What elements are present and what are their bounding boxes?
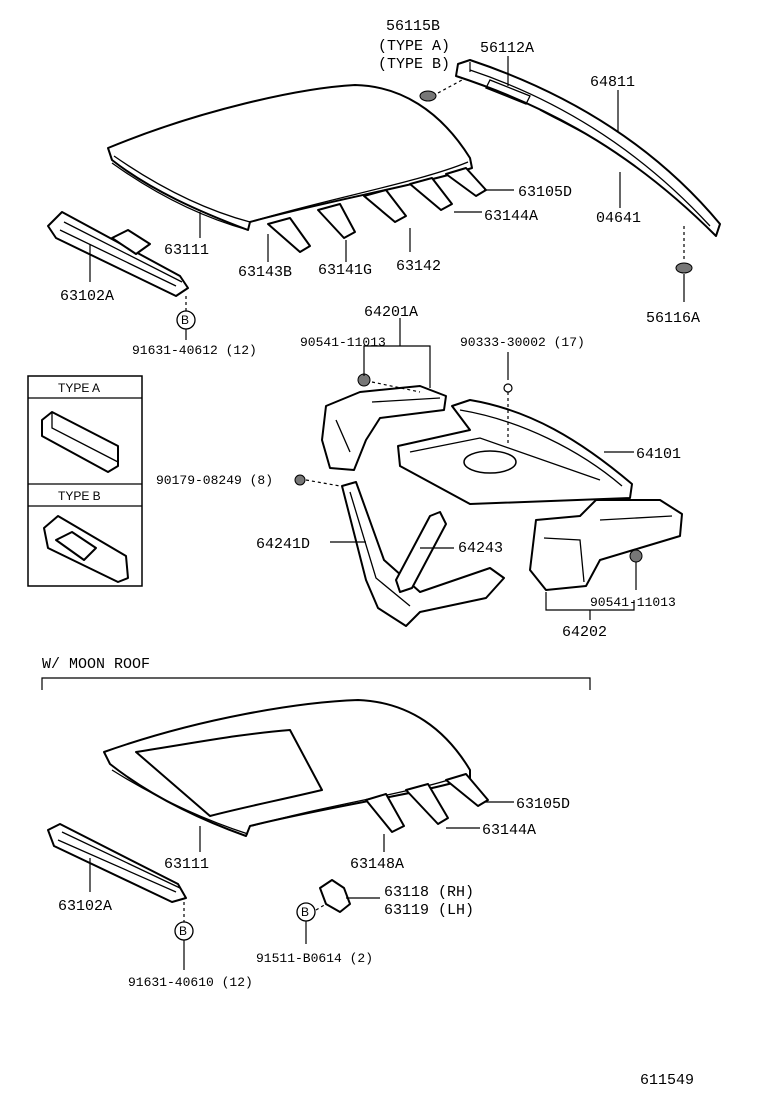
label-63102a-top: 63102A — [60, 288, 114, 305]
label-b-mid: B — [301, 905, 309, 919]
moon-roof-bracket-63118 — [319, 879, 351, 913]
label-63143b: 63143B — [238, 264, 292, 281]
quarter-brace-rh — [529, 499, 683, 591]
label-type-b: TYPE B — [58, 489, 101, 503]
label-64101: 64101 — [636, 446, 681, 463]
center-brace-64241d — [341, 481, 505, 627]
label-90333: 90333-30002 (17) — [460, 335, 585, 350]
label-63144a-bottom: 63144A — [482, 822, 536, 839]
label-64811: 64811 — [590, 74, 635, 91]
moon-leader-lines — [89, 801, 514, 970]
label-63141g: 63141G — [318, 262, 372, 279]
type-legend-box — [27, 375, 143, 587]
label-90541-bottom: 90541-11013 — [590, 595, 676, 610]
b-marker-circle-top — [176, 310, 196, 330]
top-leader-lines — [89, 56, 685, 340]
clips-top — [419, 90, 693, 274]
label-64241d: 64241D — [256, 536, 310, 553]
label-90541-top: 90541-11013 — [300, 335, 386, 350]
brace-64243 — [395, 511, 447, 593]
label-64201a: 64201A — [364, 304, 418, 321]
label-63148a: 63148A — [350, 856, 404, 873]
label-63119: 63119 (LH) — [384, 902, 474, 919]
b-marker-circle-bottom — [174, 921, 194, 941]
label-63102a-bottom: 63102A — [58, 898, 112, 915]
label-b-top: B — [181, 313, 189, 327]
label-b-bottom: B — [179, 924, 187, 938]
label-type-a: TYPE A — [58, 381, 100, 395]
label-type-b-paren: (TYPE B) — [378, 56, 450, 73]
roof-bows-moon — [365, 773, 489, 833]
label-63105d-bottom: 63105D — [516, 796, 570, 813]
middle-leader-lines — [305, 318, 637, 620]
label-91631-40610: 91631-40610 (12) — [128, 975, 253, 990]
windshield-header-top — [47, 211, 189, 297]
label-63111-bottom: 63111 — [164, 856, 209, 873]
b-marker-circle-mid — [296, 902, 316, 922]
label-91631-40612: 91631-40612 (12) — [132, 343, 257, 358]
label-64202: 64202 — [562, 624, 607, 641]
label-type-a-paren: (TYPE A) — [378, 38, 450, 55]
roof-rail-molding — [455, 59, 721, 237]
label-63144a-top: 63144A — [484, 208, 538, 225]
label-moon-roof-title: W/ MOON ROOF — [42, 656, 150, 673]
label-64243: 64243 — [458, 540, 503, 557]
label-diagram-number: 611549 — [640, 1072, 694, 1089]
label-63142: 63142 — [396, 258, 441, 275]
label-63118: 63118 (RH) — [384, 884, 474, 901]
label-63105d-top: 63105D — [518, 184, 572, 201]
bolt-90179 — [294, 474, 306, 486]
windshield-header-moon — [47, 823, 187, 903]
label-56112a: 56112A — [480, 40, 534, 57]
label-90179: 90179-08249 (8) — [156, 473, 273, 488]
label-63111-top: 63111 — [164, 242, 209, 259]
label-04641: 04641 — [596, 210, 641, 227]
label-56115b: 56115B — [386, 18, 440, 35]
package-tray-panel — [397, 383, 633, 505]
label-56116a: 56116A — [646, 310, 700, 327]
roof-panel-top — [107, 84, 473, 231]
label-91511: 91511-B0614 (2) — [256, 951, 373, 966]
roof-bows-top — [267, 167, 487, 253]
roof-panel-moon — [103, 699, 471, 837]
moon-roof-bracket — [41, 677, 591, 690]
quarter-brace-lh — [321, 373, 447, 471]
